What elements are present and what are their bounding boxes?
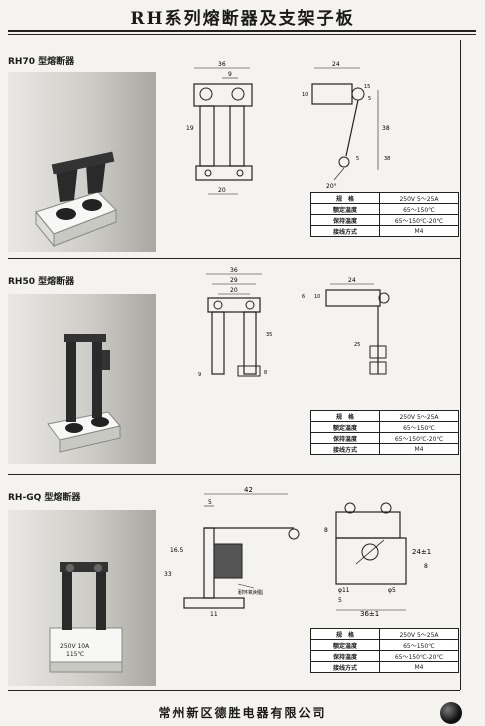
photo-label-rating: 250V 10A (60, 643, 90, 650)
fuse-photo-illustration: 250V 10A 115℃ (49, 562, 123, 673)
front-view-drawing: 36 29 20 9 8 35 (198, 266, 278, 400)
dim-gap: 9 (228, 71, 232, 78)
dim-g: 8 (264, 370, 267, 376)
dim-a: 8 (324, 527, 328, 534)
fuse-photo-illustration (35, 151, 117, 248)
dim-width: 36 (230, 267, 238, 274)
dim-offset: 5 (208, 499, 212, 506)
model-label: RH-GQ 型熔断器 (8, 493, 81, 503)
dim-c: 5 (368, 96, 371, 102)
content-frame (8, 40, 461, 690)
front-view-drawing: 36 9 20 19 (186, 60, 266, 214)
dim-a: 10 (302, 92, 308, 98)
product-photo: 250V 10A 115℃ (8, 510, 156, 686)
dim-c: 11 (210, 611, 218, 618)
dim-height: 38 (382, 125, 390, 132)
section-rh70: RH70 型熔断器 36 9 20 (8, 42, 460, 258)
company-name: 常州新区德胜电器有限公司 (158, 706, 327, 720)
callout-epoxy: 耐环氧树脂 (238, 589, 263, 596)
front-view-drawing: 8 24±1 8 φ11 φ5 5 36±1 (316, 484, 440, 622)
product-photo (8, 294, 156, 464)
dim-angle: 20° (326, 183, 337, 190)
dim-base: 20 (218, 187, 226, 194)
dim-hole-small: φ5 (388, 587, 396, 594)
dim-a: 16.5 (170, 547, 184, 554)
section-divider (8, 474, 460, 475)
dim-b: 15 (364, 84, 370, 90)
bottom-rule (8, 690, 460, 691)
fuse-photo-illustration (47, 334, 121, 453)
section-rhgq: RH-GQ 型熔断器 250V 10A 115℃ 42 5 16.5 33 (8, 476, 460, 690)
dim-c: 35 (266, 332, 272, 338)
dim-d: 25 (354, 342, 360, 348)
dim-depth: 24 (348, 277, 356, 284)
page-title: RH系列熔断器及支架子板 (130, 9, 355, 29)
dim-width: 36±1 (360, 610, 379, 618)
dim-left: 19 (186, 125, 194, 132)
dim-f: 9 (198, 372, 201, 378)
side-view-drawing: 24 20° 38 10 15 5 5 38 (298, 60, 398, 214)
model-label: RH50 型熔断器 (8, 277, 75, 287)
dim-width: 36 (218, 61, 226, 68)
dim-gap: 20 (230, 287, 238, 294)
title-rule-thin (8, 34, 476, 35)
side-view-drawing: 42 5 16.5 33 11 耐环氧树脂 (164, 484, 300, 622)
title-rule (8, 30, 476, 32)
section-rh50: RH50 型熔断器 36 29 20 9 8 (8, 260, 460, 472)
dim-gap: 5 (338, 597, 342, 604)
side-view-drawing: 24 6 10 25 (296, 266, 396, 400)
dim-b: 8 (424, 563, 428, 570)
dim-hole-large: φ11 (338, 587, 350, 594)
dim-a: 6 (302, 294, 305, 300)
dim-e: 38 (384, 156, 390, 162)
product-photo (8, 72, 156, 252)
dim-height: 24±1 (412, 548, 431, 556)
dim-b: 10 (314, 294, 320, 300)
dim-inner: 29 (230, 277, 238, 284)
dim-length: 42 (244, 486, 253, 494)
dim-d: 5 (356, 156, 359, 162)
dim-b: 33 (164, 571, 172, 578)
section-divider (8, 258, 460, 259)
dim-depth: 24 (332, 61, 340, 68)
photo-label-temp: 115℃ (66, 651, 84, 658)
model-label: RH70 型熔断器 (8, 57, 75, 67)
decorative-dot (440, 702, 462, 724)
